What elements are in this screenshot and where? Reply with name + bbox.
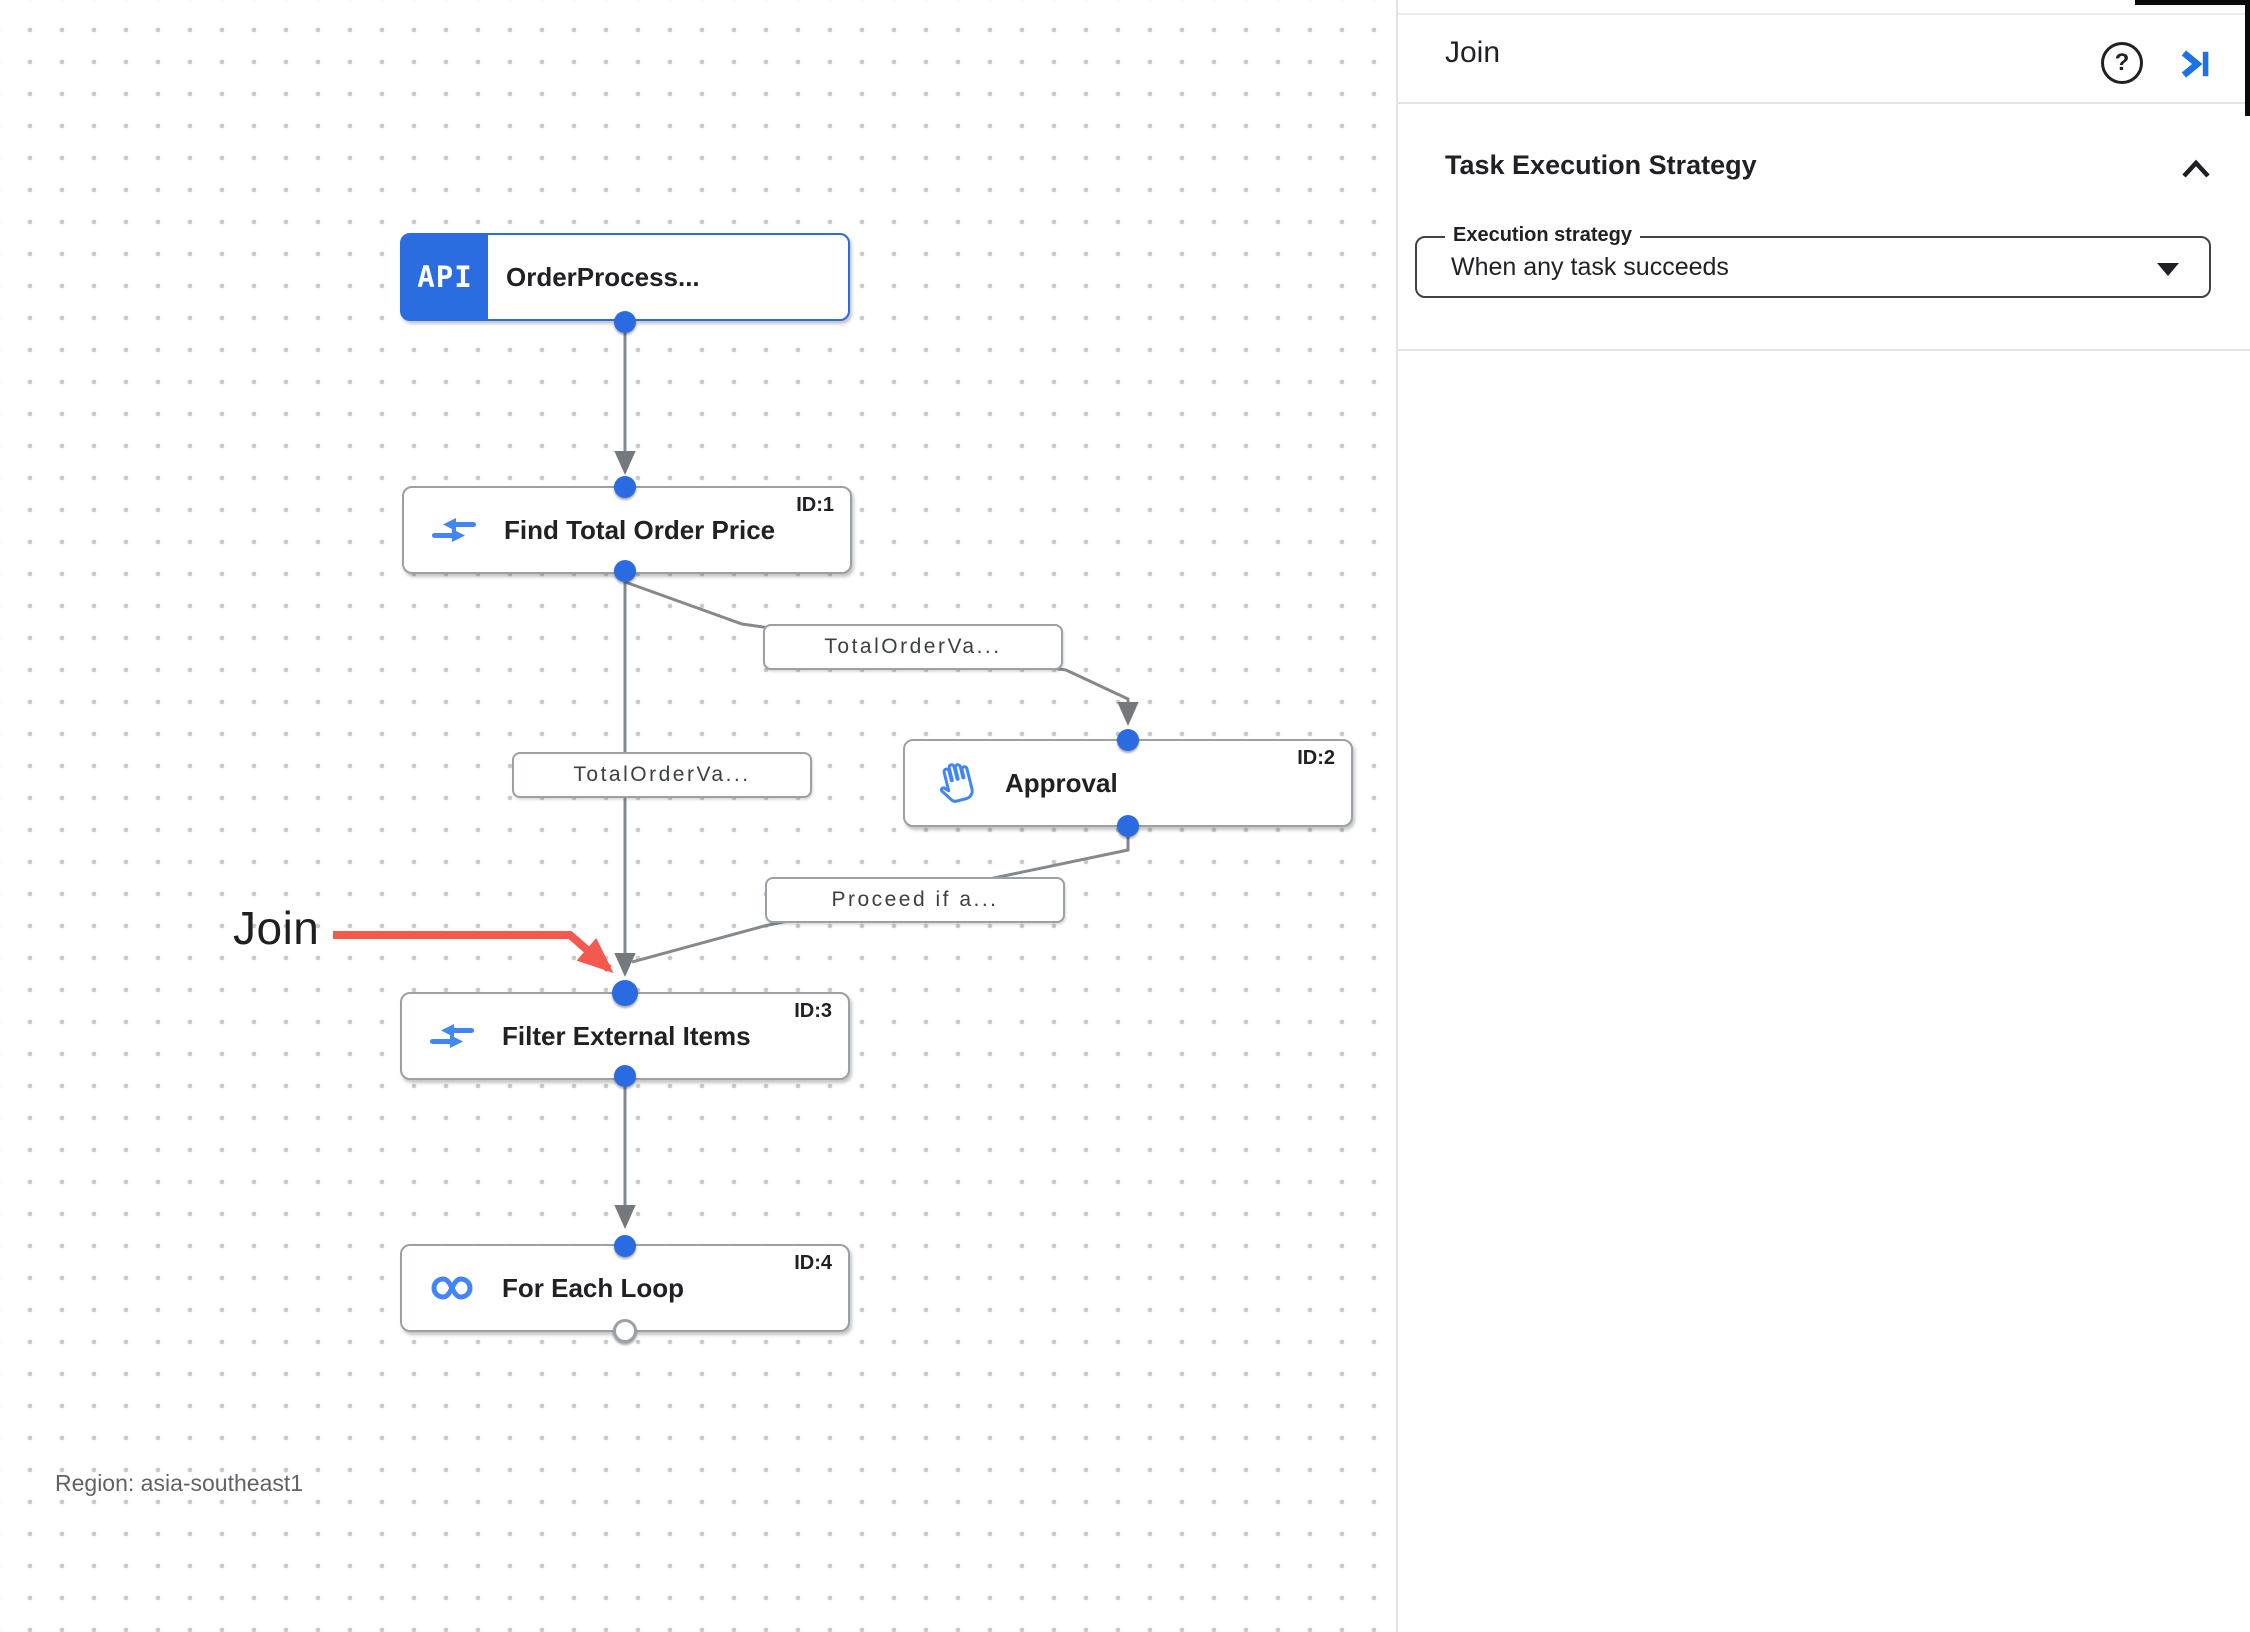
edge-label-text: TotalOrderVa... <box>824 635 1002 658</box>
node-title: Find Total Order Price <box>504 514 776 545</box>
port-foreach-in[interactable] <box>614 1235 636 1257</box>
node-title: Approval <box>1005 767 1118 798</box>
section-divider <box>1398 349 2250 351</box>
port-filter-in-join[interactable] <box>612 980 638 1006</box>
api-trigger-badge: API <box>402 235 488 319</box>
node-id-badge: ID:3 <box>794 1000 832 1022</box>
node-id-badge: ID:1 <box>796 494 834 516</box>
node-title: OrderProcess... <box>506 261 700 292</box>
panel-title: Join <box>1445 36 1501 69</box>
edge-label-text: Proceed if a... <box>831 888 999 911</box>
execution-strategy-label: Execution strategy <box>1445 224 1640 247</box>
port-foreach-out-empty[interactable] <box>613 1319 637 1343</box>
port-trigger-out[interactable] <box>614 311 636 333</box>
edge-label-proceed-if[interactable]: Proceed if a... <box>765 877 1065 923</box>
data-mapping-icon <box>430 1024 474 1048</box>
edge-label-totalordervalue-right[interactable]: TotalOrderVa... <box>763 624 1063 670</box>
dropdown-caret-icon <box>2157 263 2179 276</box>
edge-label-totalordervalue-left[interactable]: TotalOrderVa... <box>512 752 812 798</box>
node-id-badge: ID:2 <box>1297 747 1335 769</box>
hand-approval-icon <box>940 763 974 803</box>
config-panel: Join ? Task Execution Strategy Execution… <box>1396 0 2250 1632</box>
node-find-total-order-price[interactable]: Find Total Order Price ID:1 <box>402 486 852 574</box>
window-edge-artifact <box>2245 0 2250 116</box>
port-filter-out[interactable] <box>614 1065 636 1087</box>
join-annotation-label: Join <box>233 902 320 954</box>
port-approval-out[interactable] <box>1117 815 1139 837</box>
node-title: Filter External Items <box>502 1020 751 1051</box>
edge-find-total-to-approval <box>624 580 1139 727</box>
section-title: Task Execution Strategy <box>1445 150 1757 180</box>
flow-canvas[interactable]: API OrderProcess... Find Total Order Pri… <box>0 0 1396 1632</box>
edges-layer <box>333 333 1139 1230</box>
node-approval[interactable]: Approval ID:2 <box>903 739 1353 827</box>
chevron-up-icon[interactable] <box>2179 157 2213 181</box>
port-find-total-in[interactable] <box>614 476 636 498</box>
collapse-panel-icon[interactable] <box>2175 44 2215 84</box>
execution-strategy-select[interactable]: Execution strategy When any task succeed… <box>1415 224 2211 298</box>
loop-icon <box>431 1276 473 1300</box>
port-find-total-out[interactable] <box>614 560 636 582</box>
node-order-process-trigger[interactable]: API OrderProcess... <box>400 233 850 321</box>
help-icon[interactable]: ? <box>2101 42 2143 84</box>
execution-strategy-value: When any task succeeds <box>1451 253 1729 281</box>
panel-top-divider <box>1398 13 2250 15</box>
edge-label-text: TotalOrderVa... <box>573 763 751 786</box>
data-mapping-icon <box>432 518 476 542</box>
header-divider <box>1398 102 2250 104</box>
node-filter-external-items[interactable]: Filter External Items ID:3 <box>400 992 850 1080</box>
window-edge-artifact <box>2135 0 2250 5</box>
annotation-arrow <box>333 931 614 973</box>
node-title: For Each Loop <box>502 1272 684 1303</box>
region-label: Region: asia-southeast1 <box>55 1470 304 1496</box>
node-id-badge: ID:4 <box>794 1252 832 1274</box>
port-approval-in[interactable] <box>1117 729 1139 751</box>
